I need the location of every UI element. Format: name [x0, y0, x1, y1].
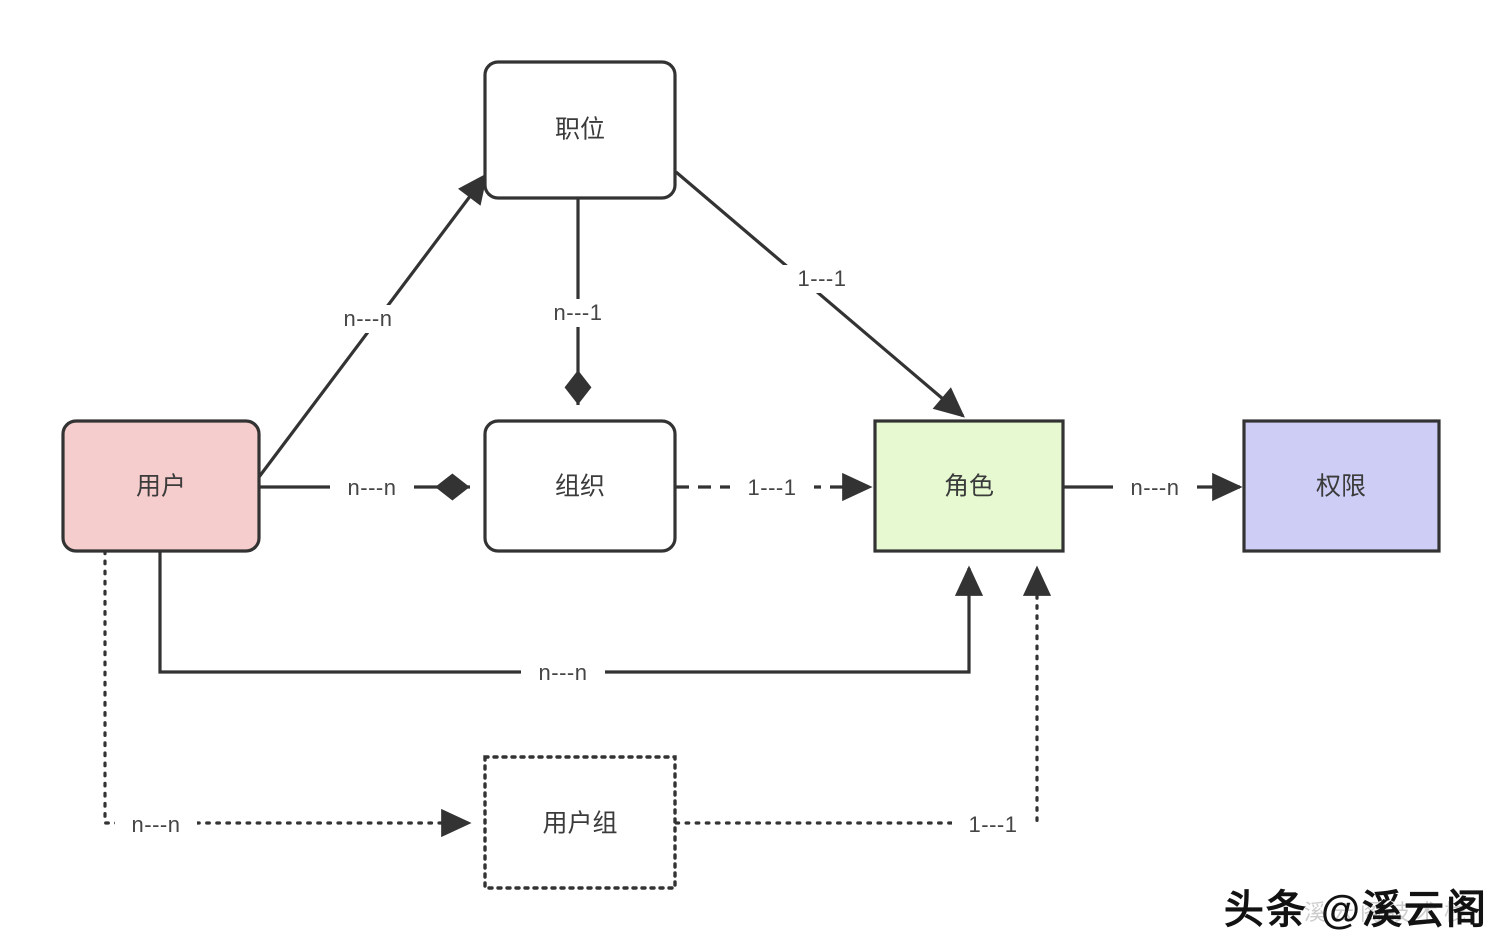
- edge-user-position: n---n: [257, 172, 488, 478]
- node-role-box[interactable]: [873, 419, 1065, 553]
- edge-user-org: n---n: [259, 473, 470, 502]
- node-org[interactable]: 组织: [483, 419, 677, 553]
- edge-user-usergroup-line: [103, 549, 472, 838]
- edge-position-org-label-bg: [536, 299, 620, 327]
- edge-user-role-label-bg: [521, 659, 605, 687]
- edge-user-role: n---n: [158, 551, 984, 687]
- edge-position-org-label: n---1: [554, 300, 603, 325]
- node-usergroup[interactable]: 用户组: [483, 755, 677, 890]
- edge-user-position-label-bg: [326, 305, 410, 333]
- edge-usergroup-role-label-bg: [952, 812, 1034, 838]
- edge-usergroup-role-label: 1---1: [969, 812, 1018, 837]
- edge-position-role: 1---1: [674, 170, 965, 418]
- edge-user-position-label: n---n: [344, 306, 393, 331]
- edge-user-role-line: [158, 551, 984, 674]
- edge-user-usergroup-label-bg: [115, 812, 197, 838]
- edge-user-org-label-bg: [330, 474, 414, 502]
- node-role[interactable]: 角色: [873, 419, 1065, 553]
- node-user-box[interactable]: [61, 419, 261, 553]
- node-position-box[interactable]: [483, 60, 677, 200]
- node-permission-box[interactable]: [1242, 419, 1441, 553]
- node-org-box[interactable]: [483, 419, 677, 553]
- edge-org-role-label: 1---1: [748, 475, 797, 500]
- watermark-text: 头条 @溪云阁: [1223, 888, 1488, 932]
- edge-position-role-line: [674, 170, 965, 418]
- edge-usergroup-role: 1---1: [674, 565, 1052, 838]
- edge-role-permission-label: n---n: [1131, 475, 1180, 500]
- edge-user-role-label: n---n: [539, 660, 588, 685]
- edge-role-permission-label-bg: [1113, 474, 1197, 502]
- edge-org-role: 1---1: [676, 472, 873, 502]
- edge-role-permission: n---n: [1063, 472, 1243, 502]
- edge-user-usergroup-label: n---n: [132, 812, 181, 837]
- edge-org-role-label-bg: [730, 474, 814, 502]
- node-role-label: 角色: [944, 473, 994, 501]
- edge-position-role-label: 1---1: [798, 266, 847, 291]
- node-user[interactable]: 用户: [61, 419, 261, 553]
- node-permission[interactable]: 权限: [1242, 419, 1441, 553]
- node-permission-label: 权限: [1316, 473, 1366, 501]
- node-usergroup-label: 用户组: [542, 810, 617, 838]
- watermark-subtext: 溪云阁技术栈: [1303, 900, 1472, 925]
- node-user-label: 用户: [136, 473, 186, 501]
- edge-usergroup-role-line: [674, 565, 1052, 825]
- node-usergroup-box[interactable]: [483, 755, 677, 890]
- node-org-label: 组织: [555, 473, 605, 501]
- edge-user-usergroup: n---n: [103, 549, 472, 838]
- node-position-label: 职位: [555, 116, 605, 144]
- node-position[interactable]: 职位: [483, 60, 677, 200]
- edge-position-org: n---1: [536, 198, 620, 405]
- edge-position-role-label-bg: [780, 265, 864, 293]
- edge-user-org-label: n---n: [348, 475, 397, 500]
